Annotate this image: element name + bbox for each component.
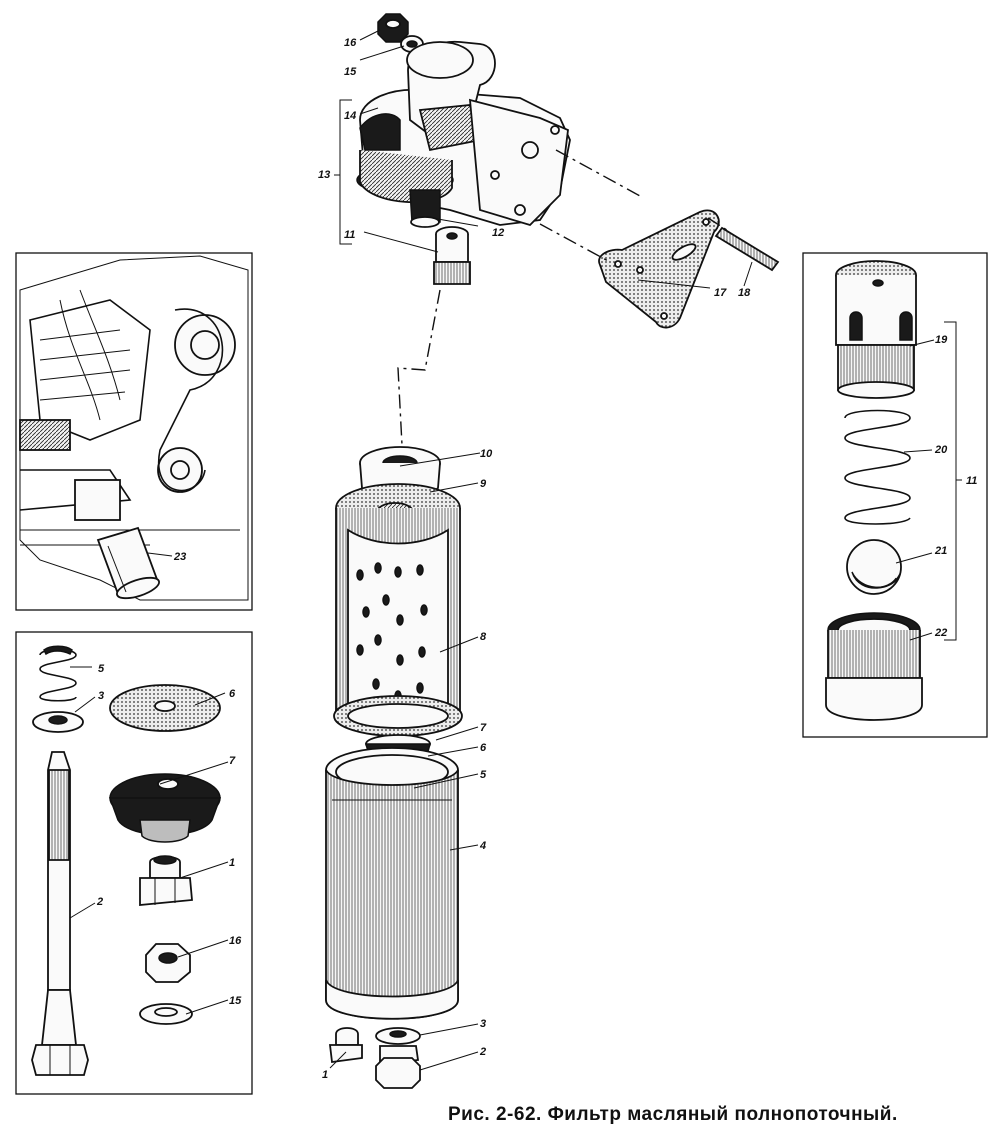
filter-element (333, 446, 463, 801)
centerline-3 (707, 217, 731, 233)
label-12: 12 (492, 227, 504, 239)
label-15-top: 15 (344, 66, 357, 78)
label-4: 4 (479, 840, 486, 852)
label-1-inset: 1 (229, 857, 235, 869)
label-7-inset: 7 (229, 755, 236, 767)
label-11-main: 11 (344, 229, 355, 241)
label-2-main: 2 (479, 1046, 486, 1058)
plug (139, 855, 193, 906)
valve-body (835, 260, 917, 399)
label-1-main: 1 (322, 1069, 328, 1081)
callout-labels: 16 15 14 13 12 11 17 18 19 20 11 21 22 2… (96, 37, 977, 1081)
cup (108, 773, 222, 843)
bracket-13 (334, 99, 352, 245)
label-8: 8 (480, 631, 487, 643)
valve-inset (802, 252, 988, 738)
label-6-main: 6 (480, 742, 487, 754)
label-16-inset: 16 (229, 935, 242, 947)
label-2-inset: 2 (96, 896, 103, 908)
label-9: 9 (480, 478, 487, 490)
centerline-vert (397, 289, 441, 446)
label-15-inset: 15 (229, 995, 242, 1007)
centerline-1 (555, 149, 641, 197)
engine-inset (15, 252, 253, 611)
perforations (356, 562, 428, 702)
threaded-sleeve (825, 612, 923, 721)
label-11-inset: 11 (966, 475, 977, 487)
label-22: 22 (934, 627, 947, 639)
label-13: 13 (318, 169, 330, 181)
label-20: 20 (934, 444, 948, 456)
label-10: 10 (480, 448, 493, 460)
label-21: 21 (934, 545, 947, 557)
label-17: 17 (714, 287, 727, 299)
leader-lines (69, 29, 935, 1071)
label-3-inset: 3 (98, 690, 104, 702)
label-3-main: 3 (480, 1018, 486, 1030)
label-18: 18 (738, 287, 751, 299)
centerline-2 (539, 223, 611, 263)
long-bolt (31, 751, 89, 1076)
bottom-fasteners (328, 1027, 421, 1089)
canister (325, 747, 459, 1020)
stud (714, 226, 780, 272)
label-19: 19 (935, 334, 948, 346)
label-16-top: 16 (344, 37, 357, 49)
label-5-main: 5 (480, 769, 487, 781)
label-7-main: 7 (480, 722, 487, 734)
label-6-inset: 6 (229, 688, 236, 700)
label-14: 14 (344, 110, 356, 122)
gasket (598, 209, 720, 329)
figure-caption: Рис. 2-62. Фильтр масляный полнопоточный… (448, 1104, 898, 1125)
label-23: 23 (173, 551, 186, 563)
top-nut-washer (377, 13, 424, 53)
bolt-parts-inset (15, 631, 253, 1095)
valve-assembly (433, 226, 471, 285)
label-5-inset: 5 (98, 663, 105, 675)
filter-head (356, 40, 571, 228)
spring-small (39, 645, 77, 702)
